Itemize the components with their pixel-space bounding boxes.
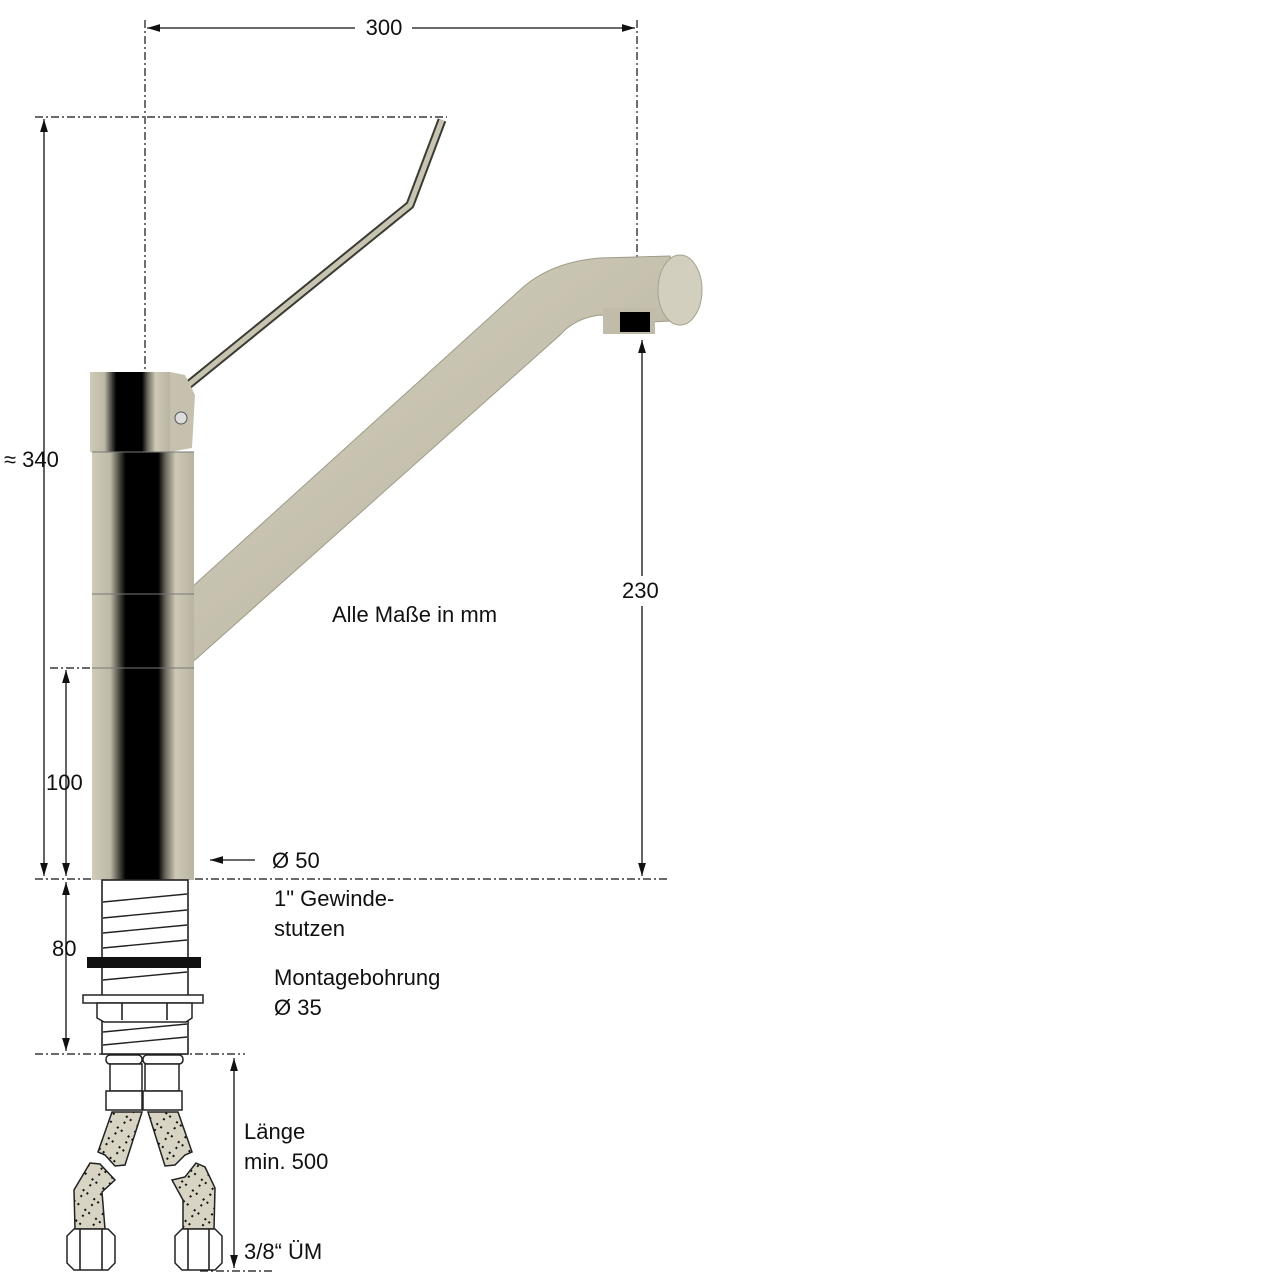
connection-hoses: [66, 1054, 223, 1271]
thread-note-1: 1" Gewinde-: [274, 886, 394, 911]
nut: [96, 1002, 193, 1023]
hose-connection-note: 3/8“ ÜM: [244, 1239, 322, 1264]
dim-height-340: ≈ 340: [4, 447, 59, 472]
units-note: Alle Maße in mm: [332, 602, 497, 627]
dim-thread-80: 80: [52, 936, 76, 961]
dim-diameter-50: Ø 50: [272, 848, 320, 873]
dim-body-100: 100: [46, 770, 83, 795]
washer: [82, 994, 204, 1004]
thread-note-2: stutzen: [274, 916, 345, 941]
dimension-lines: [35, 20, 670, 1272]
threaded-stub: [82, 879, 204, 1055]
hose-note-1: Länge: [244, 1119, 305, 1144]
lever-handle: [179, 118, 447, 394]
mount-note-1: Montagebohrung: [274, 965, 440, 990]
hose-note-2: min. 500: [244, 1149, 328, 1174]
dim-width-300: 300: [366, 15, 403, 40]
dim-spout-230: 230: [622, 578, 659, 603]
gasket: [87, 957, 201, 968]
mount-note-2: Ø 35: [274, 995, 322, 1020]
faucet-body: [90, 372, 195, 880]
